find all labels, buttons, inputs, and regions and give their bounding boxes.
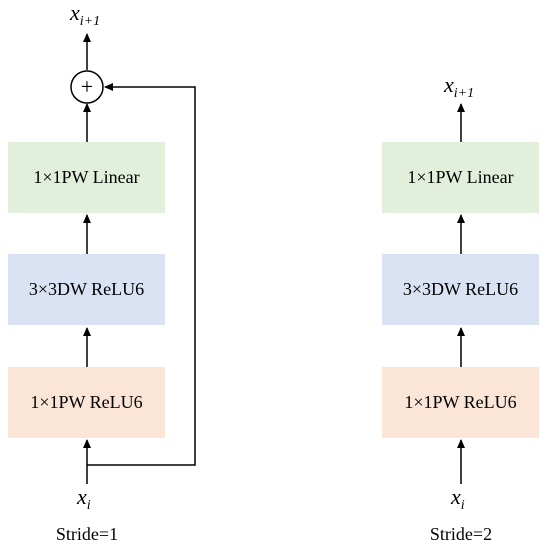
output-variable-right-base: x (444, 72, 454, 97)
pw-linear-block-left: 1×1PW Linear (8, 142, 165, 213)
caption-right: Stride=2 (429, 524, 493, 544)
add-symbol: + (80, 74, 94, 99)
input-variable-right-subscript: i (460, 497, 465, 513)
output-variable-right-subscript: i+1 (453, 85, 475, 101)
output-variable-left-subscript: i+1 (79, 13, 101, 29)
input-variable-right: xi (451, 484, 465, 514)
pw-relu-block-right: 1×1PW ReLU6 (382, 367, 539, 438)
input-variable-left-subscript: i (86, 497, 91, 513)
pw-relu-block-left: 1×1PW ReLU6 (8, 367, 165, 438)
input-variable-left: xi (77, 484, 91, 514)
add-node (70, 70, 104, 104)
output-variable-left: xi+1 (70, 0, 100, 30)
input-variable-left-base: x (77, 484, 87, 509)
input-variable-right-base: x (451, 484, 461, 509)
pw-linear-block-right: 1×1PW Linear (382, 142, 539, 213)
dw-relu-block-left: 3×3DW ReLU6 (8, 254, 165, 325)
caption-left: Stride=1 (55, 524, 119, 544)
dw-relu-block-right: 3×3DW ReLU6 (382, 254, 539, 325)
output-variable-left-base: x (70, 0, 80, 25)
output-variable-right: xi+1 (444, 72, 474, 102)
skip-connection (87, 83, 196, 466)
